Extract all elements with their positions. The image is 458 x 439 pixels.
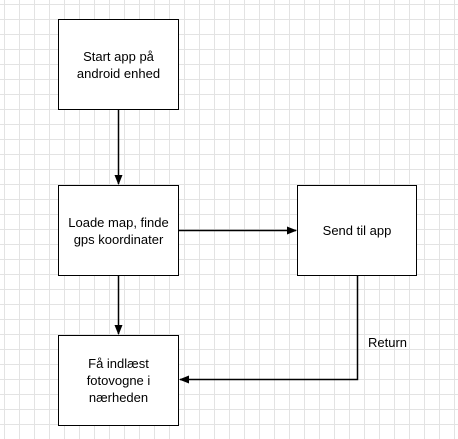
node-load-map: Loade map, finde gps koordinater [58, 185, 179, 276]
edge-label-return: Return [368, 335, 408, 350]
node-load-cameras-label: Få indlæst fotovogne i nærheden [86, 356, 151, 405]
node-send-to-app-label: Send til app [322, 223, 392, 238]
node-start-app-label: Start app på android enhed [76, 48, 161, 81]
node-send-to-app: Send til app [297, 185, 417, 276]
node-load-map-label: Loade map, finde gps koordinater [68, 214, 169, 247]
node-load-cameras: Få indlæst fotovogne i nærheden [58, 335, 179, 426]
node-start-app: Start app på android enhed [58, 19, 179, 110]
edge-send-to-fa [179, 276, 359, 384]
